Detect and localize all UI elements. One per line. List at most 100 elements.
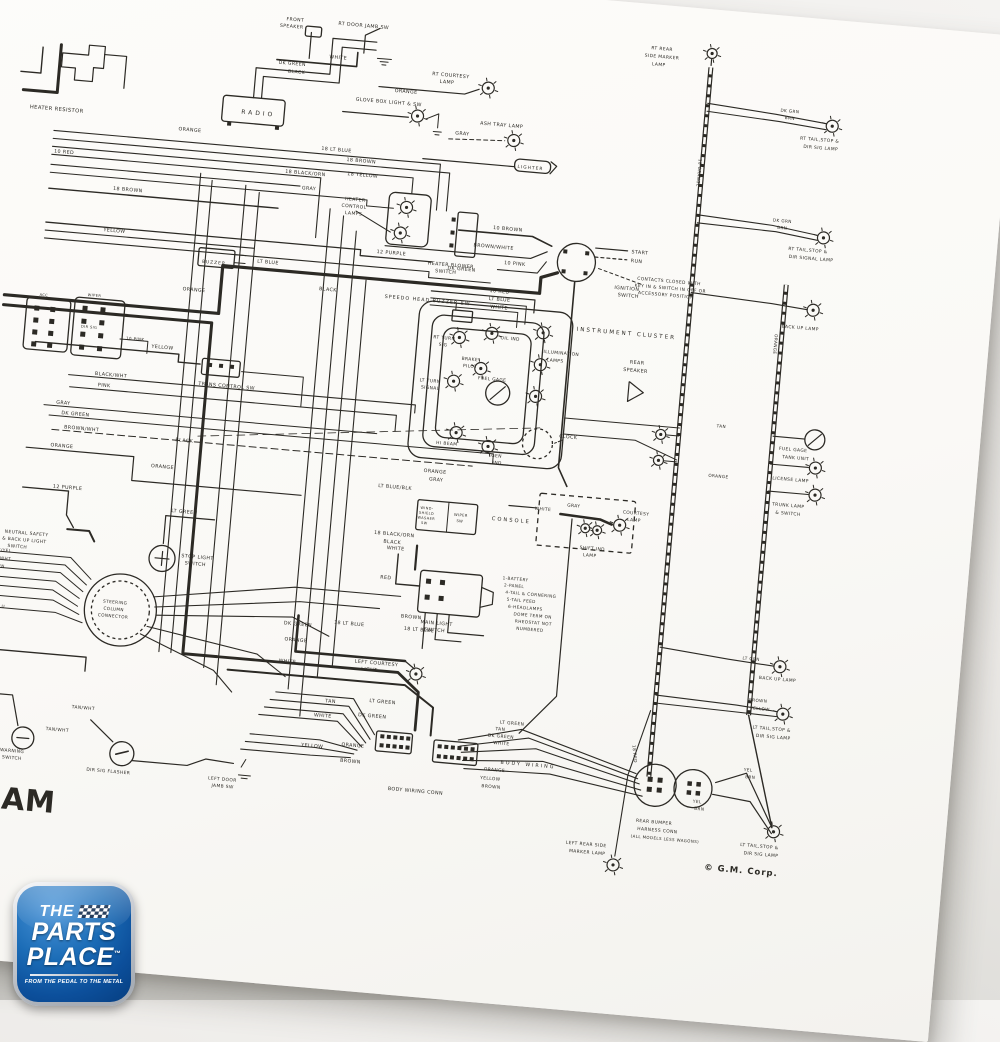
- back-up-lamp-right-center: [811, 309, 814, 312]
- diagram-label: 18 LT BLUE: [334, 620, 365, 629]
- diagram-label: DK GRN: [780, 108, 799, 115]
- logo-parts-text: PARTS: [32, 920, 117, 945]
- brake-pilot-lamp-ray: [486, 362, 489, 365]
- heater-control-lamp-2-ray: [407, 235, 410, 236]
- diagram-label: BROWN: [481, 783, 501, 791]
- diagram-label: LT TURN: [419, 377, 440, 385]
- ignition-switch: [556, 242, 597, 283]
- connector-pin: [463, 756, 467, 760]
- dome-lamp-2-ray: [664, 462, 667, 463]
- connector-pin: [444, 745, 448, 749]
- left-courtesy-light-ray: [421, 667, 424, 670]
- connector-pin: [34, 305, 39, 310]
- connector-pin: [696, 782, 701, 787]
- rt-tail-stop-dir-sig-lamp-1-center: [831, 124, 834, 127]
- wire: [768, 491, 808, 494]
- gen-ind-lamp-center: [486, 445, 489, 448]
- connector-pin: [406, 736, 410, 740]
- diagram-label: WHITE: [278, 658, 296, 666]
- license-lamp-ray: [822, 470, 825, 471]
- diagram-label: BLACK: [288, 69, 306, 77]
- lt-tail-stop-dir-sig-lamp-1-ray: [784, 721, 785, 724]
- wire: [241, 778, 247, 779]
- connector-pin: [219, 364, 223, 368]
- illumination-lamp-1-ray: [533, 329, 536, 330]
- diagram-label: LT BLUE: [257, 259, 279, 267]
- connector-pin: [400, 736, 404, 740]
- shift-ind-lamp-1-ray: [583, 519, 584, 522]
- back-up-lamp-left-ray: [786, 669, 789, 670]
- connector-pin: [100, 307, 105, 312]
- wire: [159, 173, 201, 651]
- connector-pin: [443, 755, 447, 759]
- diagram-label: 18 LT BLUE: [321, 146, 352, 155]
- rt-tail-stop-dir-sig-lamp-1-ray: [839, 129, 842, 130]
- rt-rear-side-marker-lamp-ray: [705, 57, 708, 60]
- connector-pin: [561, 269, 565, 273]
- diagram-label: GRAY: [302, 185, 317, 192]
- connector-pin: [657, 777, 662, 782]
- left-courtesy-light-ray: [422, 676, 425, 677]
- diagram-label: RT TAIL,STOP &: [800, 135, 840, 144]
- diagram-label: BLACK: [383, 539, 402, 547]
- connector-pin: [386, 744, 390, 748]
- glove-box-lamp-ray: [408, 112, 411, 113]
- lt-turn-signal-lamp-center: [452, 379, 455, 382]
- wire: [808, 433, 821, 446]
- connector-pin: [647, 777, 652, 782]
- dome-lamp-1-ray: [652, 431, 655, 432]
- connector-pin: [424, 594, 429, 599]
- diagram-label: SPEAKER: [623, 367, 648, 375]
- rear-bumper-harness-conn-1: [632, 763, 678, 809]
- wire: [596, 248, 628, 251]
- wire: [45, 230, 254, 248]
- back-up-lamp-right-ray: [811, 300, 812, 303]
- diagram-label: BACK UP LAMP: [759, 675, 797, 684]
- diagram-label: AM: [0, 781, 57, 821]
- dome-lamp-1-ray: [653, 438, 656, 441]
- rt-tail-stop-dir-signal-lamp-2-ray: [824, 245, 825, 248]
- connector-pin: [456, 756, 460, 760]
- heater-control-lamp-1-center: [405, 206, 408, 209]
- wire: [565, 418, 680, 428]
- left-rear-side-marker-lamp-ray: [614, 872, 615, 875]
- dome-lamp-2-center: [657, 459, 660, 462]
- shift-ind-lamp-1-ray: [589, 522, 592, 525]
- rt-tail-stop-dir-signal-lamp-2-ray: [815, 242, 818, 245]
- shift-ind-lamp-2-ray: [590, 534, 593, 537]
- connector-pin: [657, 787, 662, 792]
- diagram-label: & SWITCH: [775, 510, 801, 518]
- diagram-label: COURTESY: [623, 509, 650, 517]
- rt-courtesy-lamp-center: [487, 86, 490, 89]
- illumination-lamp-2-ray: [547, 367, 550, 368]
- connector-pin: [49, 319, 54, 324]
- lt-turn-signal-lamp-ray: [444, 378, 447, 379]
- back-up-lamp-left-center: [778, 665, 781, 668]
- dome-lamp-1-ray: [661, 440, 662, 443]
- left-courtesy-light-ray: [406, 670, 409, 671]
- diagram-label: OIL IND: [500, 335, 520, 343]
- rt-tail-stop-dir-sig-lamp-1-ray: [824, 131, 827, 134]
- diagram-label: BRN: [694, 806, 705, 812]
- diagram-label: 12 PURPLE: [376, 249, 406, 258]
- wire: [458, 230, 552, 246]
- connector-pin: [464, 746, 468, 750]
- logo-tagline: FROM THE PEDAL TO THE METAL: [25, 979, 124, 985]
- diagram-label: FUEL GAGE: [478, 375, 507, 383]
- diagram-label: IND: [492, 460, 502, 467]
- license-lamp-ray: [805, 464, 808, 465]
- shift-ind-lamp-2-ray: [589, 527, 592, 528]
- heater-control-lamp-1-ray: [399, 212, 402, 215]
- diagram-label: BLACK/WHT: [0, 554, 11, 561]
- diagram-label: YEL: [743, 767, 753, 773]
- gen-ind-lamp-ray: [486, 436, 487, 439]
- illumination-lamp-1-ray: [535, 337, 538, 340]
- left-courtesy-light-center: [414, 672, 417, 675]
- diagram-label: © G.M. Corp.: [704, 863, 778, 879]
- connector-pin: [230, 365, 234, 369]
- wire: [132, 753, 233, 770]
- diagram-label: NUMBERED: [516, 626, 544, 633]
- diagram-label: REAR: [630, 359, 645, 366]
- diagram-label: WHITE: [329, 54, 347, 62]
- wire: [0, 584, 79, 607]
